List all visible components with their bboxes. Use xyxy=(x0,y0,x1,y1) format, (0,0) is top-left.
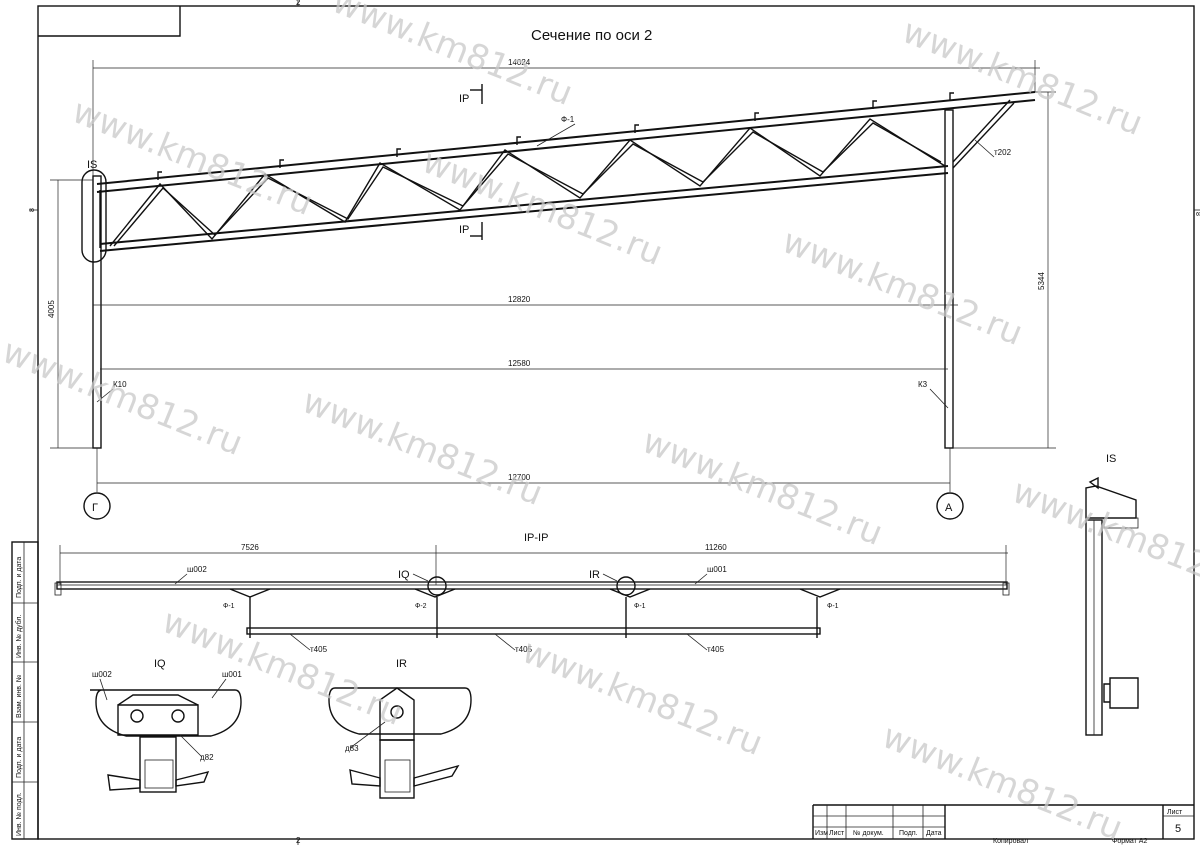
label-f1-plan-c: Ф-1 xyxy=(827,603,839,610)
watermark-5: www.km812.ru xyxy=(777,221,1029,354)
tb-col-sign: Подп. xyxy=(899,830,918,837)
detail-ir xyxy=(328,687,472,799)
label-sh001-plan: ш001 xyxy=(707,565,727,574)
dim-height-right: 5344 xyxy=(1037,272,1046,290)
label-sh002-plan: ш002 xyxy=(187,565,207,574)
tb-list-label: Лист xyxy=(1167,809,1183,816)
label-k10: К10 xyxy=(113,380,127,389)
sheet-frame xyxy=(30,0,1200,845)
stamp-4: Подп. и дата xyxy=(16,737,23,778)
title-ir: IR xyxy=(396,658,407,670)
tb-copied: Копировал xyxy=(993,838,1028,845)
dim-12580: 12580 xyxy=(508,359,531,368)
label-k3: К3 xyxy=(918,380,928,389)
label-t405-b: т405 xyxy=(515,645,533,654)
tb-col-list: Лист xyxy=(829,830,845,837)
title-is: IS xyxy=(1106,453,1116,465)
label-ipip: IP-IP xyxy=(524,532,548,544)
watermark-9: www.km812.ru xyxy=(1007,471,1200,604)
tb-format: Формат А2 xyxy=(1112,838,1147,845)
label-t202: т202 xyxy=(994,148,1012,157)
label-sh002-iq: ш002 xyxy=(92,670,112,679)
dim-12700: 12700 xyxy=(508,473,531,482)
label-is: IS xyxy=(87,159,97,171)
watermark-6: www.km812.ru xyxy=(0,331,248,464)
dim-height-left: 4005 xyxy=(47,300,56,318)
title-block xyxy=(812,804,1194,839)
watermark-11: www.km812.ru xyxy=(517,631,769,764)
axis-left: Г xyxy=(92,502,98,514)
label-f1-plan-b: Ф-1 xyxy=(634,603,646,610)
watermark-1: www.km812.ru xyxy=(327,0,579,114)
label-f1-plan-a: Ф-1 xyxy=(223,603,235,610)
watermark-8: www.km812.ru xyxy=(637,421,889,554)
label-t405-c: т405 xyxy=(707,645,725,654)
section-mark-ip xyxy=(470,84,483,240)
section-ipip xyxy=(54,576,1010,638)
dim-overall: 14024 xyxy=(508,58,531,67)
label-ip-bottom: IP xyxy=(459,224,469,236)
stamp-1: Подп. и дата xyxy=(16,557,23,598)
stamp-2: Инв. № дубл. xyxy=(15,615,23,658)
detail-is xyxy=(1085,476,1139,736)
stamp-3: Взам. инв. № xyxy=(16,675,23,718)
page-title: Сечение по оси 2 xyxy=(531,27,652,44)
truss-elevation xyxy=(81,91,1036,449)
tb-col-izm: Изм xyxy=(815,830,828,837)
watermark-3: www.km812.ru xyxy=(897,11,1149,144)
dimension-lines xyxy=(50,60,1056,585)
axis-right: А xyxy=(945,502,953,514)
label-sh001-iq: ш001 xyxy=(222,670,242,679)
tb-list-value: 5 xyxy=(1175,823,1181,835)
left-marker: 8 xyxy=(29,208,36,212)
label-f2-plan: Ф-2 xyxy=(415,603,427,610)
tb-col-doc: № докум. xyxy=(853,830,884,837)
watermark-10: www.km812.ru xyxy=(157,601,409,734)
label-d83: д83 xyxy=(345,744,359,753)
tb-col-date: Дата xyxy=(926,830,942,837)
top-marker: 2 xyxy=(296,0,301,7)
detail-iq xyxy=(90,689,242,793)
label-iq-plan: IQ xyxy=(398,569,410,581)
right-marker: 8 xyxy=(1194,212,1200,216)
title-iq: IQ xyxy=(154,658,166,670)
left-stamp xyxy=(11,541,39,840)
label-ip-top: IP xyxy=(459,93,469,105)
watermark-2: www.km812.ru xyxy=(67,91,319,224)
bottom-marker: 2 xyxy=(296,836,301,845)
watermark-4: www.km812.ru xyxy=(417,141,669,274)
dim-7526: 7526 xyxy=(241,543,259,552)
label-ir-plan: IR xyxy=(589,569,600,581)
dim-12820: 12820 xyxy=(508,295,531,304)
label-t405-a: т405 xyxy=(310,645,328,654)
stamp-5: Инв. № подл. xyxy=(16,792,23,836)
label-f1-top: Ф-1 xyxy=(561,115,575,124)
label-d82: д82 xyxy=(200,753,214,762)
dim-11260: 11260 xyxy=(705,543,727,552)
watermark-7: www.km812.ru xyxy=(297,381,549,514)
